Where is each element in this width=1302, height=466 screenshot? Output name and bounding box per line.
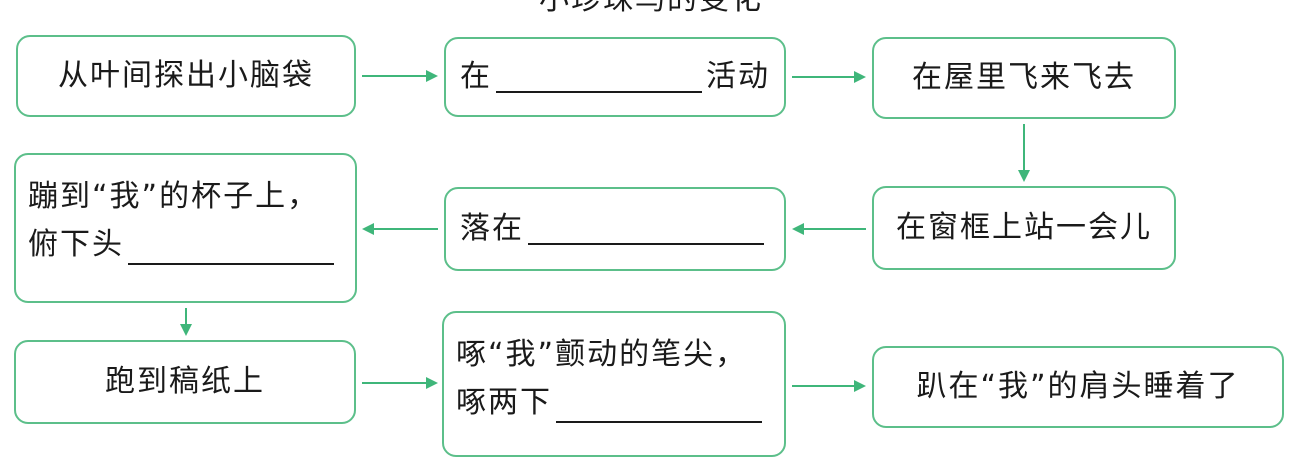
box-fly-around-text: 在屋里飞来飞去 [912,60,1136,95]
fill-blank-lower-head[interactable] [128,233,334,265]
box-stand-on-window-text: 在窗框上站一会儿 [896,210,1152,245]
box-activity-location: 在 活动 [444,37,786,117]
box-peek-out: 从叶间探出小脑袋 [16,35,356,117]
box-peek-out-text: 从叶间探出小脑袋 [58,58,314,93]
box-run-on-paper-text: 跑到稿纸上 [105,364,265,399]
box-peck-pen: 啄“我”颤动的笔尖， 啄两下 [442,311,786,457]
box-sleep-on-shoulder: 趴在“我”的肩头睡着了 [872,346,1284,428]
box-peck-pen-line1: 啄“我”颤动的笔尖， [456,337,748,372]
box-fly-around: 在屋里飞来飞去 [872,37,1176,119]
box-activity-location-after: 活动 [706,59,770,94]
box-hop-on-cup-line2: 俯下头 [28,227,124,262]
box-peck-pen-line2: 啄两下 [456,385,552,420]
box-sleep-on-shoulder-text: 趴在“我”的肩头睡着了 [916,369,1240,404]
box-hop-on-cup-line1: 蹦到“我”的杯子上， [28,179,320,214]
diagram-title: 小珍珠鸟的变化 [0,0,1302,20]
fill-blank-activity-location[interactable] [496,61,702,93]
box-run-on-paper: 跑到稿纸上 [14,340,356,424]
fill-blank-land-on[interactable] [528,213,764,245]
fill-blank-peck-twice[interactable] [556,391,762,423]
box-activity-location-before: 在 [460,59,492,94]
box-land-on: 落在 [444,187,786,271]
box-land-on-before: 落在 [460,211,524,246]
box-stand-on-window: 在窗框上站一会儿 [872,186,1176,270]
box-hop-on-cup: 蹦到“我”的杯子上， 俯下头 [14,153,357,303]
